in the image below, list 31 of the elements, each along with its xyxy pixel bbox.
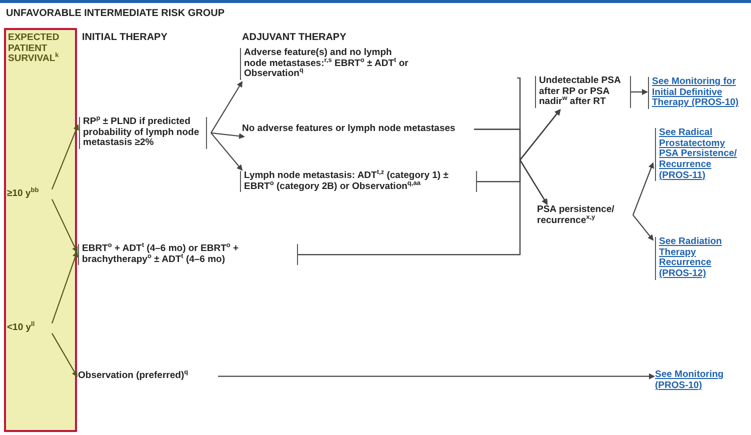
arrow [632, 162, 654, 216]
arrow [51, 251, 78, 324]
treatment-option: EBRT$^{o}$ + ADT$^{t}$ (4–6 mo) or EBRT$^{o}$ + brachytherapy$^{o}$ ± ADT$^{t}$ (4–6 mo) [78, 244, 298, 266]
reference-link: See Monitoring (PROS-10) [655, 370, 747, 392]
treatment-option: Undetectable PSA after RP or PSA nadir$^{w}$ after RT [535, 76, 631, 108]
arrow [52, 124, 79, 190]
column-heading: ADJUVANT THERAPY [242, 32, 346, 44]
reference-link: See Radiation Therapy Recurrence (PROS-12) [655, 237, 743, 280]
arrow [218, 373, 655, 380]
arrow [210, 132, 245, 140]
arrow [52, 199, 78, 253]
band-heading: EXPECTED PATIENT SURVIVAL$^{k}$ [7, 31, 60, 66]
treatment-option: Observation (preferred)$^{q}$ [78, 371, 218, 382]
treatment-option: PSA persistence/ recurrence$^{x,y}$ [537, 205, 629, 226]
survival-option: <10 y$^{ll}$ [7, 295, 52, 362]
survival-option: ≥10 y$^{bb}$ [7, 161, 52, 228]
treatment-option: Adverse feature(s) and no lymph node metastases:$^{r,s}$ EBRT$^{o}$ ± ADT$^{t}$ or Observation$^{q}$ [240, 48, 517, 80]
reference-link: See Radical Prostatectomy PSA Persistence/ Recurrence (PROS-11) [655, 128, 747, 182]
treatment-option: No adverse features or lymph node metastases [242, 124, 474, 135]
arrow [52, 333, 78, 378]
column-heading: INITIAL THERAPY [82, 32, 168, 44]
treatment-option: Lymph node metastasis: ADT$^{t,z}$ (category 1) ± EBRT$^{o}$ (category 2B) or Observation$^{q,aa}$ [240, 171, 477, 192]
survival-band [4, 28, 77, 432]
arrow [631, 88, 648, 95]
arrow [632, 214, 654, 241]
arrow [298, 158, 548, 256]
arrow [210, 132, 243, 171]
arrow [210, 81, 243, 134]
reference-link: See Monitoring for Initial Definitive Therapy (PROS-10) [648, 77, 751, 109]
treatment-option: RP$^{p}$ ± PLND if predicted probability of lymph node metastasis ≥2% [79, 117, 207, 149]
page-title: UNFAVORABLE INTERMEDIATE RISK GROUP [6, 8, 225, 20]
